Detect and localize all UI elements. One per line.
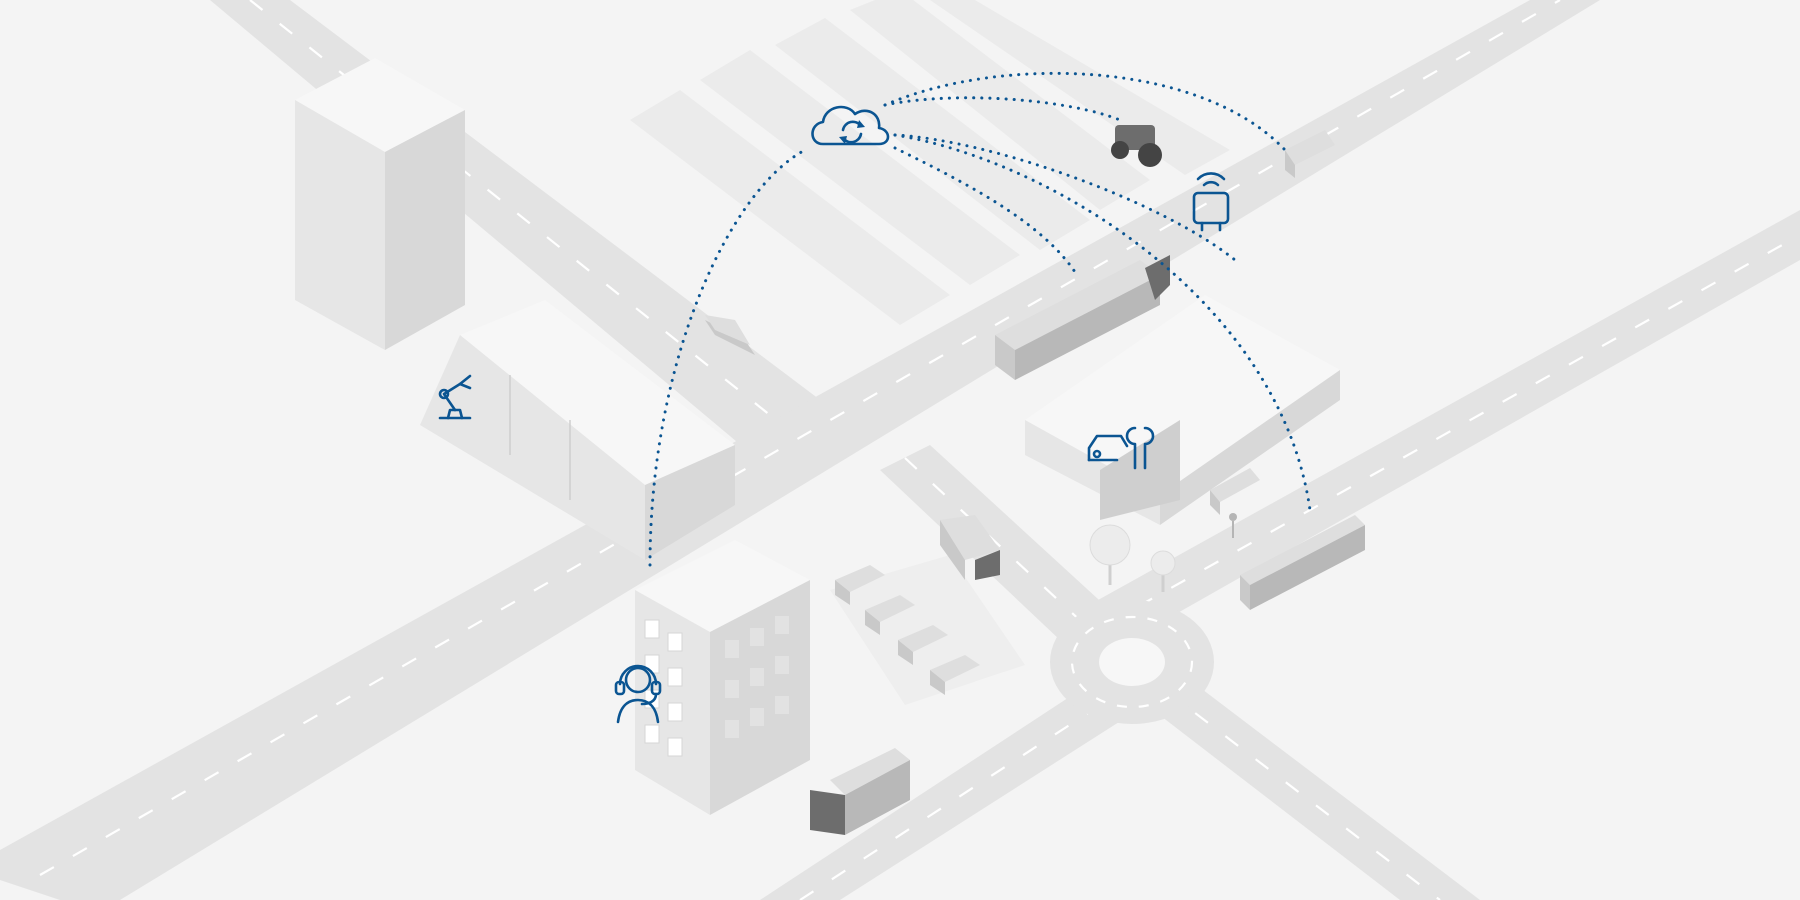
cloud-sync-icon xyxy=(811,105,890,146)
office-windows xyxy=(644,616,789,757)
van-upper-road xyxy=(705,315,755,355)
headset-agent-icon xyxy=(614,664,662,724)
delivery-truck-mid xyxy=(940,515,1000,580)
factory-hall xyxy=(420,300,735,560)
roundabout xyxy=(1050,600,1214,724)
robot-arm-icon xyxy=(438,374,472,420)
road-lower xyxy=(760,690,1130,900)
tractor xyxy=(1111,125,1162,167)
pedestrian xyxy=(1229,513,1237,538)
trees xyxy=(1089,524,1176,592)
van-top-right xyxy=(1285,130,1335,178)
car-service-icon xyxy=(1087,426,1155,470)
parked-vans xyxy=(835,565,980,695)
service-garage xyxy=(1025,295,1340,525)
office-building xyxy=(635,540,810,815)
iot-device-icon xyxy=(1192,172,1230,232)
connectivity-arcs xyxy=(648,71,1312,567)
tower-building xyxy=(295,58,465,350)
road-lower-right xyxy=(1140,680,1480,900)
field-stripes xyxy=(630,0,1230,325)
box-truck-bottom xyxy=(810,748,910,835)
road-right xyxy=(1080,210,1800,640)
road-to-roundabout xyxy=(880,445,1110,640)
bus xyxy=(1240,515,1365,610)
van-near-garage xyxy=(1210,468,1260,515)
road-main xyxy=(0,0,1600,900)
semi-truck xyxy=(995,255,1170,380)
